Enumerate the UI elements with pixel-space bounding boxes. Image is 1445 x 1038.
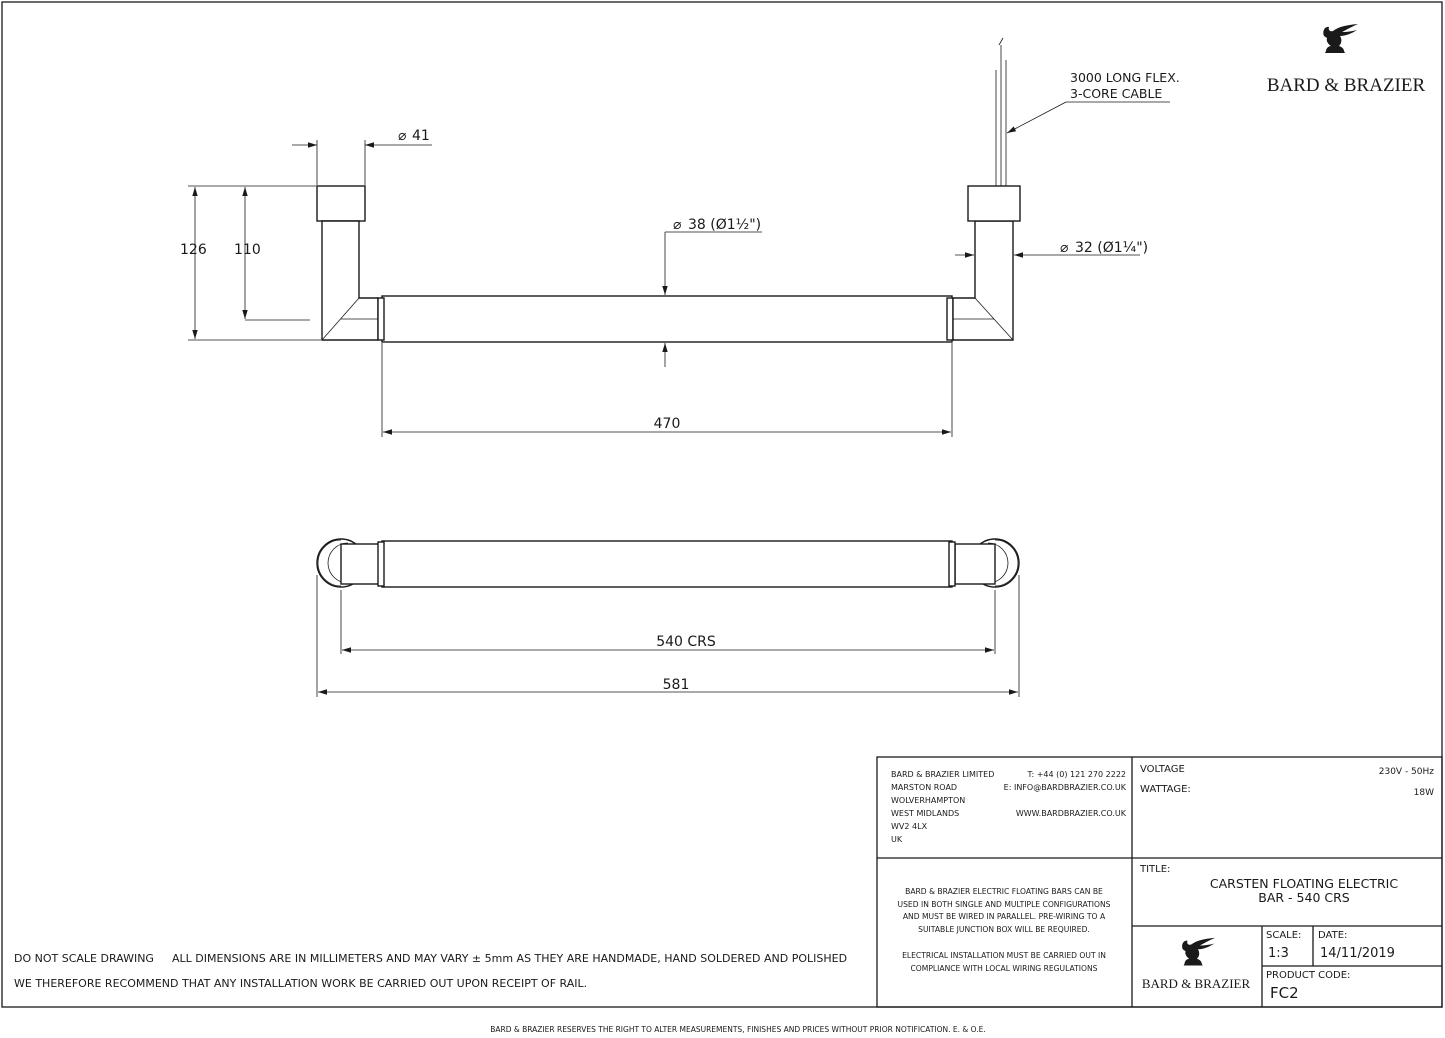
cable-callout: 3000 LONG FLEX. 3-CORE CABLE	[1006, 70, 1180, 134]
dim-41-text: 41	[412, 128, 430, 144]
main-bar	[381, 295, 953, 343]
cable-callout-line1: 3000 LONG FLEX.	[1070, 70, 1180, 85]
company-phone: T: +44 (0) 121 270 2222	[1026, 770, 1126, 779]
product-code-label: PRODUCT CODE:	[1266, 970, 1350, 981]
dim-32-text: 32 (Ø1¼")	[1075, 240, 1148, 256]
wattage-value: 18W	[1414, 788, 1434, 798]
title-block: BARD & BRAZIER LIMITED MARSTON ROAD WOLV…	[876, 756, 1443, 1008]
top-view-bar	[381, 540, 953, 588]
info-line: BARD & BRAZIER ELECTRIC FLOATING BARS CA…	[905, 887, 1103, 896]
company-website: WWW.BARDBRAZIER.CO.UK	[1016, 809, 1127, 818]
sheet-border	[1, 1, 1443, 1008]
right-stem	[952, 220, 1014, 341]
note-do-not-scale: DO NOT SCALE DRAWING	[14, 952, 154, 965]
scale-value: 1:3	[1268, 946, 1289, 961]
address-line: WOLVERHAMPTON	[891, 796, 965, 805]
dim-diameter-41: ⌀ 41	[292, 128, 432, 185]
dim-126-text: 126	[180, 242, 207, 258]
svg-text:⌀: ⌀	[673, 217, 682, 233]
dim-length-470: 470	[381, 343, 953, 437]
address-line: MARSTON ROAD	[891, 783, 957, 792]
dim-38-text: 38 (Ø1½")	[688, 217, 761, 233]
top-view	[316, 538, 1020, 588]
griffin-icon	[1323, 24, 1358, 53]
front-view	[316, 37, 1021, 343]
drawing-title-line1: CARSTEN FLOATING ELECTRIC	[1210, 876, 1398, 891]
address-line: UK	[891, 835, 903, 844]
wiring-info: BARD & BRAZIER ELECTRIC FLOATING BARS CA…	[898, 887, 1111, 973]
note-installation: WE THEREFORE RECOMMEND THAT ANY INSTALLA…	[14, 977, 587, 990]
info-line: AND MUST BE WIRED IN PARALLEL. PRE-WIRIN…	[903, 912, 1106, 921]
cable-callout-line2: 3-CORE CABLE	[1070, 86, 1162, 101]
dim-overall-581: 581	[316, 575, 1020, 697]
date-label: DATE:	[1318, 930, 1347, 941]
address-line: BARD & BRAZIER LIMITED	[891, 770, 994, 779]
wattage-label: WATTAGE:	[1140, 784, 1191, 795]
footer-disclaimer: BARD & BRAZIER RESERVES THE RIGHT TO ALT…	[490, 1025, 986, 1034]
right-wall-cap	[967, 185, 1021, 222]
brand-name: BARD & BRAZIER	[1267, 75, 1426, 96]
scale-label: SCALE:	[1266, 930, 1301, 941]
brand-name-small: BARD & BRAZIER	[1142, 976, 1251, 991]
info-line: COMPLIANCE WITH LOCAL WIRING REGULATIONS	[911, 964, 1098, 973]
svg-text:⌀: ⌀	[398, 128, 407, 144]
dim-540-text: 540 CRS	[656, 634, 716, 650]
dim-height-110: 110	[234, 187, 310, 321]
dim-110-text: 110	[234, 242, 261, 258]
voltage-label: VOLTAGE	[1140, 764, 1185, 775]
dim-581-text: 581	[663, 677, 690, 693]
title-block-logo: BARD & BRAZIER	[1142, 937, 1251, 991]
info-line: SUITABLE JUNCTION BOX WILL BE REQUIRED.	[918, 925, 1090, 934]
dim-height-126: 126	[180, 185, 321, 341]
note-dimensions: ALL DIMENSIONS ARE IN MILLIMETERS AND MA…	[172, 952, 847, 965]
drawing-title-line2: BAR - 540 CRS	[1258, 890, 1350, 905]
address-line: WEST MIDLANDS	[891, 809, 959, 818]
power-cable	[995, 37, 1007, 186]
dim-centres-540: 540 CRS	[340, 590, 996, 654]
address-line: WV2 4LX	[891, 822, 928, 831]
info-line: USED IN BOTH SINGLE AND MULTIPLE CONFIGU…	[898, 900, 1111, 909]
left-wall-cap	[316, 185, 366, 222]
griffin-icon	[1182, 937, 1215, 966]
dim-diameter-32: ⌀ 32 (Ø1¼")	[955, 240, 1148, 258]
title-label: TITLE:	[1139, 864, 1170, 875]
brand-logo: BARD & BRAZIER	[1267, 24, 1426, 96]
left-stem	[321, 220, 379, 341]
dim-470-text: 470	[654, 416, 681, 432]
voltage-value: 230V - 50Hz	[1379, 767, 1435, 777]
company-address: BARD & BRAZIER LIMITED MARSTON ROAD WOLV…	[891, 770, 994, 844]
svg-text:⌀: ⌀	[1060, 240, 1069, 256]
company-email: E: INFO@BARDBRAZIER.CO.UK	[1004, 783, 1127, 792]
dim-diameter-38: ⌀ 38 (Ø1½")	[662, 217, 762, 367]
product-code-value: FC2	[1270, 984, 1299, 1002]
info-line: ELECTRICAL INSTALLATION MUST BE CARRIED …	[902, 951, 1106, 960]
date-value: 14/11/2019	[1320, 946, 1395, 961]
